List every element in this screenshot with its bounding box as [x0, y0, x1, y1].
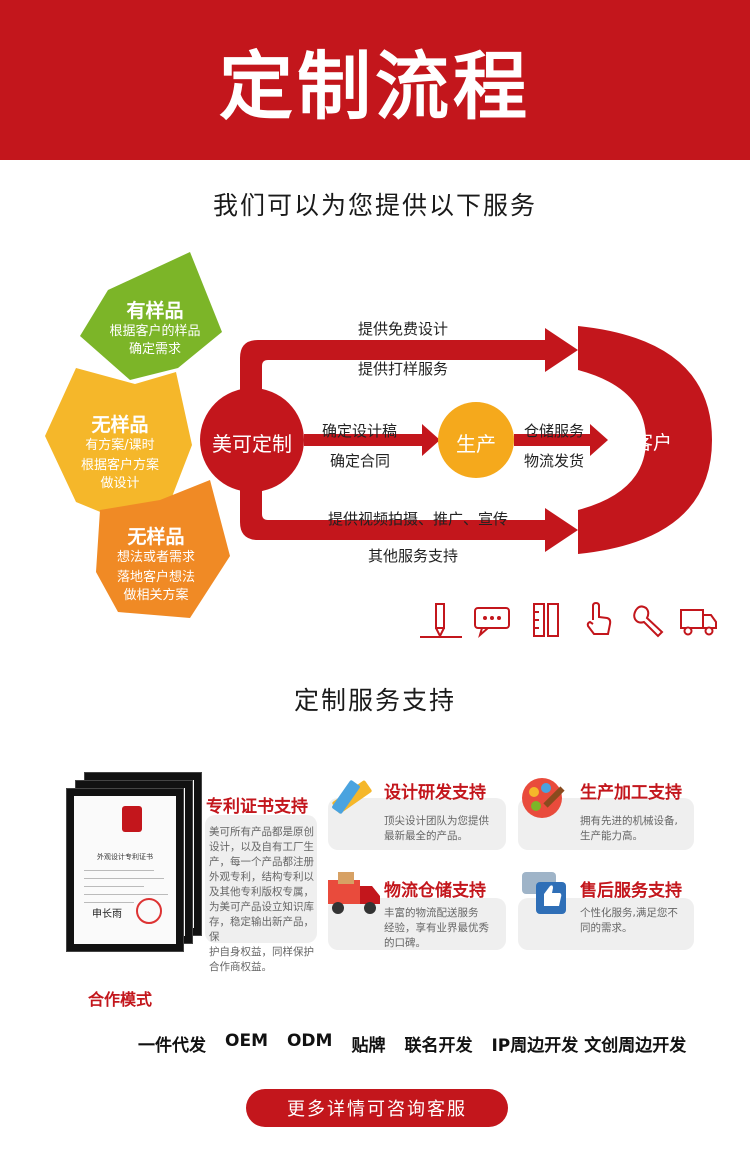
- support-title: 定制服务支持: [293, 686, 456, 715]
- services-title: 我们可以为您提供以下服务: [212, 191, 537, 220]
- pen-icon: [435, 603, 445, 639]
- design-card: [328, 798, 506, 850]
- cooperation-mode: 贴牌: [351, 1036, 386, 1056]
- cooperation-mode: ODM: [286, 1031, 333, 1051]
- petal-line: 想法或者需求: [116, 550, 195, 565]
- center-label: 美可定制: [212, 432, 292, 456]
- flow-label: 确定设计稿: [322, 422, 398, 440]
- petal-no-sample-2-text: 无样品 想法或者需求 落地客户想法 做相关方案: [100, 522, 212, 605]
- logistics-desc: 丰富的物流配送服务 经验，享有业界最优秀 的口碑。: [384, 907, 489, 949]
- flow-label: 提供免费设计: [358, 320, 449, 338]
- chat-icon: [474, 607, 510, 638]
- flow-label: 仓储服务: [524, 422, 585, 440]
- certificate-seal: [136, 898, 162, 924]
- petal-line: 落地客户想法: [116, 570, 195, 585]
- flow-label: 其他服务支持: [368, 547, 459, 565]
- patent-card: 美可所有产品都是原创 设计，以及自有工厂生 产，每一个产品都注册 外观专利，结构…: [205, 815, 317, 973]
- ruler-icon: [533, 603, 559, 637]
- customer-arc: [578, 326, 712, 554]
- petal-line: 做相关方案: [123, 588, 189, 603]
- cooperation-title: 合作模式: [88, 990, 153, 1009]
- arrow-top: [240, 328, 578, 395]
- cooperation-mode: 联名开发: [404, 1036, 473, 1056]
- production-title: 生产加工支持: [580, 783, 682, 803]
- petal-no-sample-1: [45, 368, 192, 518]
- center-circle: [200, 388, 304, 492]
- flow-label: 确定合同: [330, 452, 391, 470]
- petal-line: 确定需求: [128, 342, 181, 357]
- petal-no-sample-1-text: 无样品 有方案/课时 根据客户方案 做设计: [60, 410, 180, 493]
- after-sales-title: 售后服务支持: [580, 881, 682, 901]
- page-title: 定制流程: [219, 43, 531, 130]
- icon-underline: [420, 636, 462, 638]
- cooperation-modes: 一件代发 OEM ODM 贴牌 联名开发 IP周边开发 文创周边开发: [138, 1031, 686, 1056]
- patent-certificates: 外观设计专利证书 申长雨: [66, 772, 202, 954]
- design-desc: 顶尖设计团队为您提供 最新最全的产品。: [384, 815, 489, 842]
- design-title: 设计研发支持: [384, 783, 486, 803]
- flow-graphic: [45, 252, 712, 618]
- wrench-icon: [633, 605, 664, 638]
- certificate-signature: 申长雨: [92, 909, 122, 920]
- hand-pointer-icon: [586, 601, 612, 635]
- certificate-logo: [122, 806, 142, 832]
- cooperation-mode: OEM: [225, 1031, 268, 1051]
- petal-title: 无样品: [91, 414, 149, 436]
- contact-service-button[interactable]: 更多详情可咨询客服: [246, 1089, 508, 1127]
- truck-icon: [680, 609, 717, 636]
- customer-label: 客户: [633, 432, 672, 454]
- header-banner: 定制流程: [0, 0, 750, 160]
- paint-brush-icon: [522, 778, 565, 818]
- petal-line: 有方案/课时: [85, 438, 155, 453]
- logistics-card: [328, 898, 506, 950]
- production-label: 生产: [456, 432, 496, 456]
- arrow-bottom: [240, 485, 578, 552]
- arrow-mid-1: [304, 424, 440, 456]
- flow-label: 提供打样服务: [358, 360, 449, 378]
- petal-title: 无样品: [127, 526, 185, 548]
- petal-line: 做设计: [100, 476, 140, 491]
- flow-label: 提供视频拍摄、推广、宣传: [328, 510, 509, 528]
- patent-desc: 美可所有产品都是原创 设计，以及自有工厂生 产，每一个产品都注册 外观专利，结构…: [209, 826, 314, 973]
- arrow-mid-2: [514, 424, 608, 456]
- production-desc: 拥有先进的机械设备, 生产能力高。: [580, 815, 678, 842]
- petal-title: 有样品: [126, 300, 184, 322]
- patent-title: 专利证书支持: [206, 797, 308, 817]
- after-sales-desc: 个性化服务,满足您不 同的需求。: [580, 907, 678, 934]
- icon-row: [420, 600, 720, 642]
- cooperation-mode: 一件代发: [138, 1036, 206, 1056]
- logistics-title: 物流仓储支持: [384, 881, 486, 901]
- flow-label: 物流发货: [524, 452, 585, 470]
- production-circle: [438, 402, 514, 478]
- petal-sample: [80, 252, 222, 380]
- flow-diagram: 有样品 根据客户的样品 确定需求 无样品 有方案/课时 根据客户方案 做设计 无…: [0, 240, 750, 640]
- petal-line: 根据客户方案: [80, 458, 159, 473]
- cooperation-mode: IP周边开发: [491, 1036, 579, 1056]
- cooperation-mode: 文创周边开发: [584, 1036, 687, 1056]
- certificate-title: 外观设计专利证书: [97, 853, 153, 861]
- petal-line: 根据客户的样品: [109, 324, 201, 339]
- petal-sample-text: 有样品 根据客户的样品 确定需求: [100, 296, 210, 359]
- delivery-truck-icon: [328, 872, 380, 914]
- certificate-frame: 外观设计专利证书 申长雨: [66, 788, 184, 952]
- thumbs-up-icon: [522, 872, 566, 914]
- pencil-ruler-icon: [332, 780, 372, 814]
- petal-no-sample-2: [96, 480, 230, 618]
